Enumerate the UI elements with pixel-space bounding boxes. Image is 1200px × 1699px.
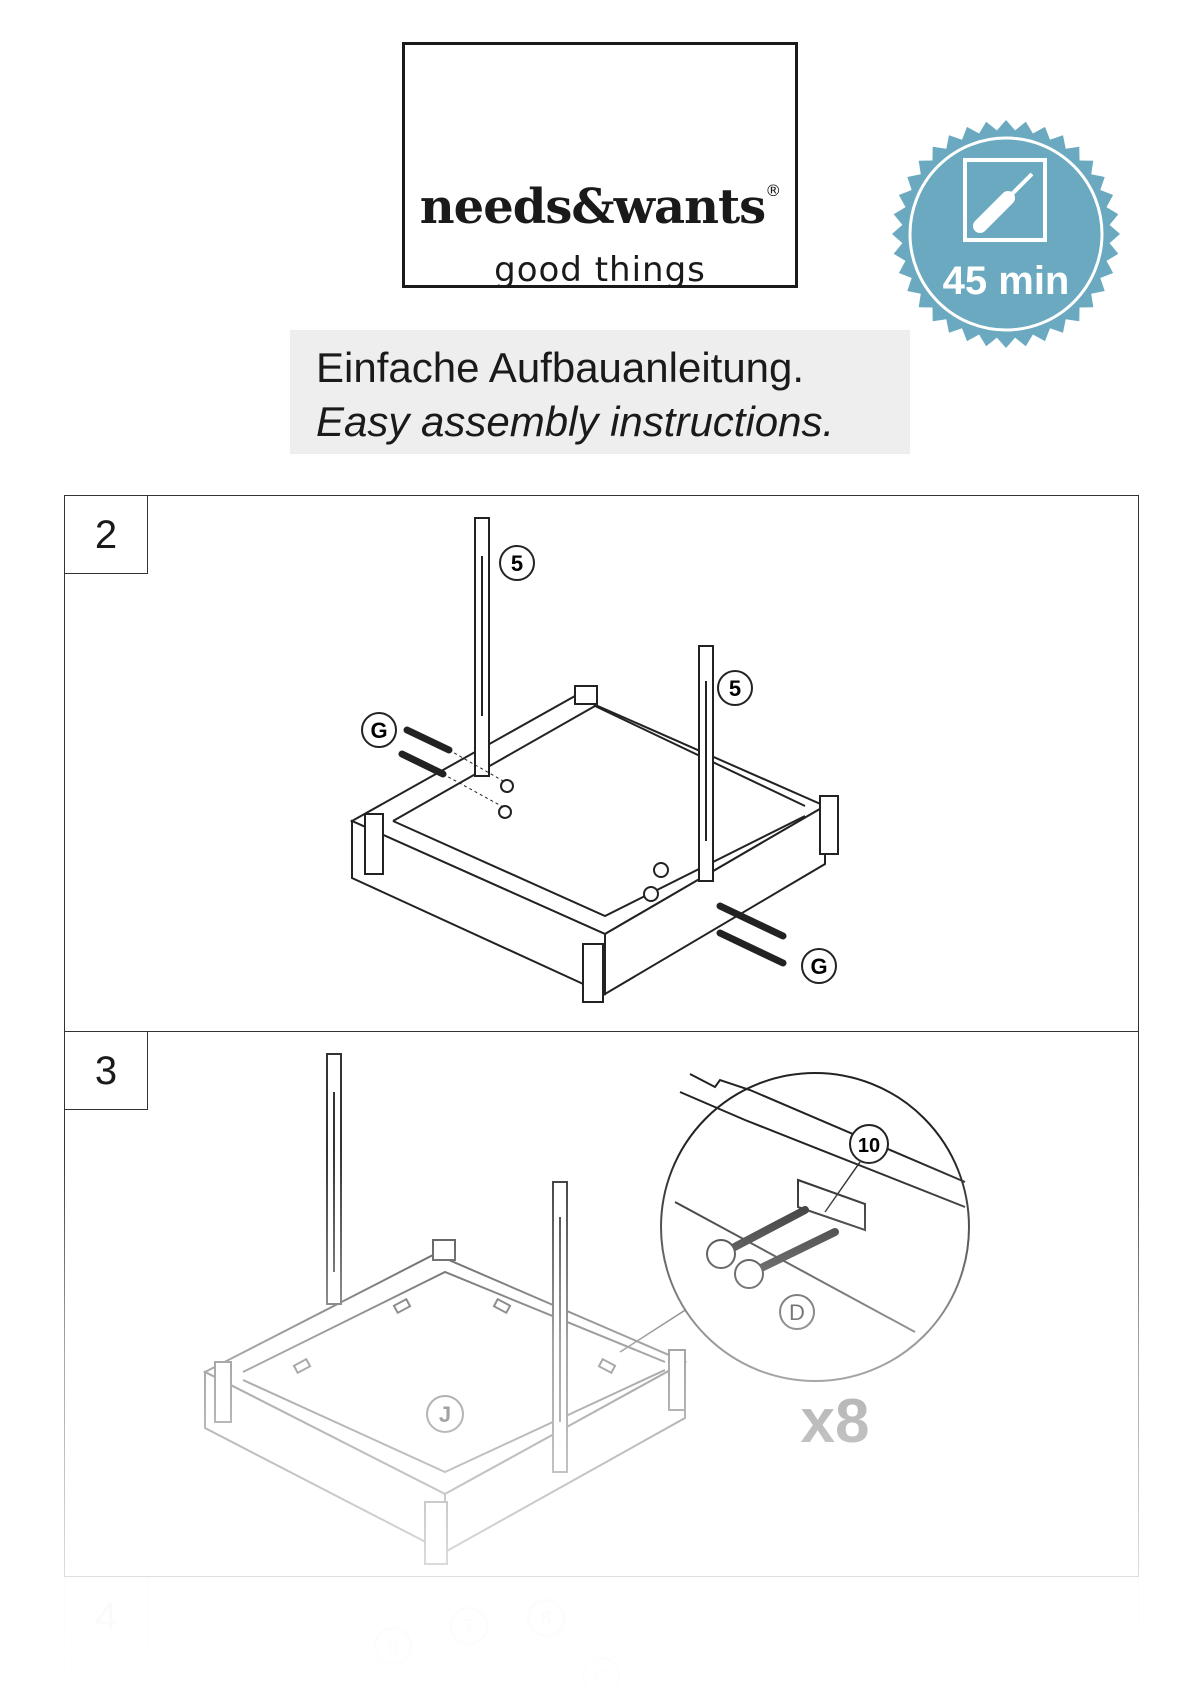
screwdriver-icon (963, 158, 1047, 242)
registered-mark: ® (765, 181, 781, 200)
step-2-diagram: 5 5 G G (349, 517, 839, 1003)
label-6: 6 (387, 1636, 398, 1658)
title-english: Easy assembly instructions. (316, 398, 835, 445)
quantity-label: x8 (801, 1387, 870, 1456)
label-d: D (789, 1300, 805, 1325)
step-3-diagram: J 10 D x8 (202, 1053, 970, 1565)
label-j: J (439, 1402, 451, 1427)
screws-g-left (398, 726, 453, 778)
title-german: Einfache Aufbauanleitung. (316, 344, 805, 391)
label-g: G (810, 954, 827, 979)
brand-tagline: good things (494, 250, 706, 290)
brand-logo: needs&wants® good things (402, 42, 798, 288)
label-7: 7 (463, 1616, 474, 1638)
label-8: 8 (540, 1608, 551, 1630)
step-4-panel: 4 6 7 8 C (64, 1577, 1139, 1698)
instructions-title-box: Einfache Aufbauanleitung. Easy assembly … (290, 330, 910, 454)
detail-magnifier (660, 1072, 970, 1382)
step-2-panel: 2 (64, 495, 1139, 1032)
assembly-time: 45 min (943, 259, 1070, 303)
step-number: 2 (65, 496, 148, 574)
screws-g-right (716, 902, 787, 967)
brand-wordmark: needs&wants® (419, 179, 781, 235)
step-3-panel: 3 J (64, 1032, 1139, 1577)
step-number: 3 (65, 1032, 148, 1110)
post-5 (698, 645, 714, 882)
step-4-diagram: 6 7 8 C (374, 1599, 620, 1695)
label-5: 5 (729, 676, 741, 701)
label-5: 5 (511, 551, 523, 576)
label-10: 10 (858, 1135, 880, 1157)
label-c: C (594, 1666, 608, 1688)
label-g: G (370, 718, 387, 743)
post-5 (474, 517, 490, 777)
assembly-time-badge: 45 min (892, 120, 1120, 348)
